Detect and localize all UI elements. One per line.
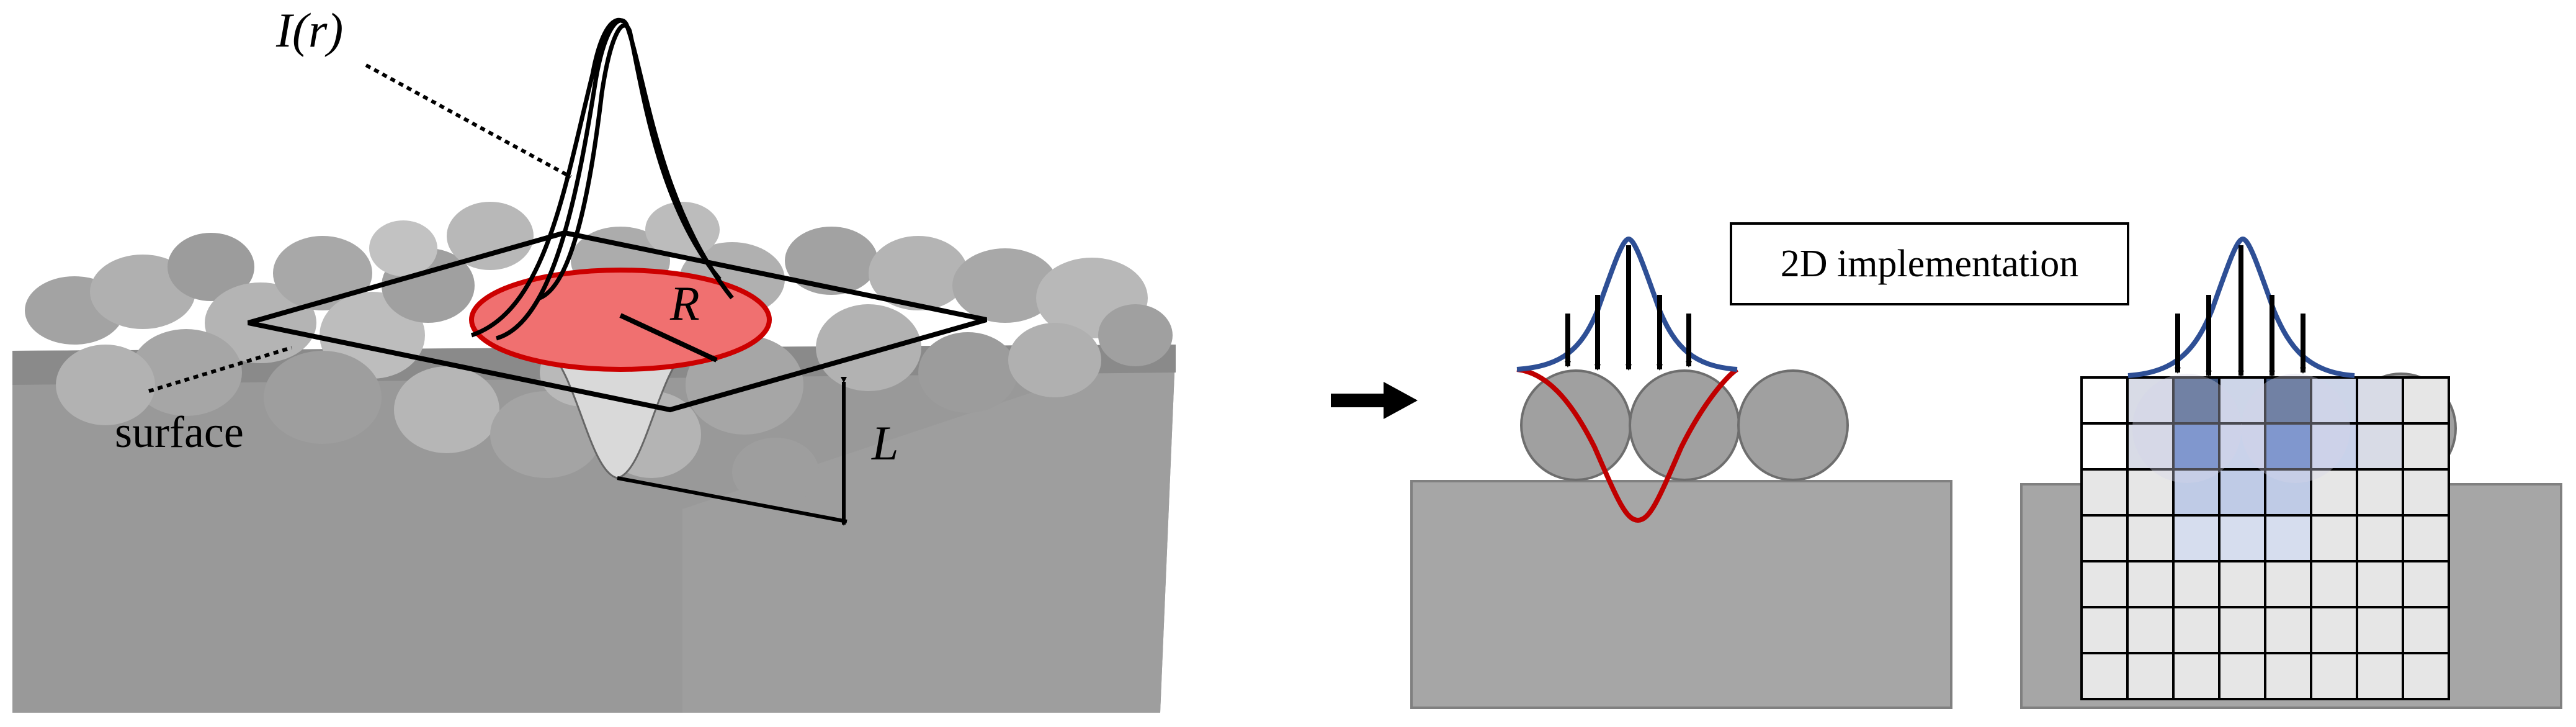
grid-cell — [2264, 606, 2312, 654]
grid-cell — [2356, 468, 2404, 517]
grid-cell — [2310, 652, 2358, 700]
grid-cell — [2356, 560, 2404, 608]
grid-cell — [2172, 560, 2220, 608]
particle-1 — [1520, 369, 1632, 481]
surface-leader — [148, 346, 292, 393]
cell-grid — [2080, 376, 2450, 700]
grid-cell — [2126, 560, 2175, 608]
grid-cell — [2264, 514, 2312, 562]
grid-cell — [2080, 606, 2129, 654]
intensity-leader — [365, 63, 572, 179]
grid-cell — [2080, 468, 2129, 517]
particles-2d-panel: 2D implementation — [1410, 222, 2129, 709]
surface-label: surface — [115, 407, 244, 457]
grid-cell — [2172, 514, 2220, 562]
grid-particle-1 — [2132, 374, 2242, 483]
grid-cell — [2218, 560, 2266, 608]
grid-cell — [2310, 560, 2358, 608]
substrate-2d — [1410, 480, 1952, 709]
grid-cell — [2080, 514, 2129, 562]
grid-cell — [2356, 376, 2404, 425]
melt-profile-curve — [1516, 367, 1739, 523]
grid-cell — [2080, 422, 2129, 471]
depth-line — [617, 476, 847, 523]
grid-cell — [2310, 514, 2358, 562]
grid-cell — [2264, 422, 2312, 471]
grid-cell — [2264, 560, 2312, 608]
intensity-arrows-right — [2175, 245, 2306, 377]
powder-bed-3d-panel: I(r) R L surface — [12, 3, 1176, 713]
grid-cell — [2172, 606, 2220, 654]
radius-arrow — [619, 313, 718, 363]
grid-cell — [2126, 514, 2175, 562]
grid-cell — [2080, 376, 2129, 425]
grid-cell — [2126, 652, 2175, 700]
gaussian-peak-3d — [470, 17, 734, 341]
grid-cell — [2172, 422, 2220, 471]
implementation-box — [1730, 222, 2129, 305]
intensity-label: I(r) — [275, 3, 343, 57]
grid-2d-panel — [2020, 236, 2562, 709]
grid-cell — [2402, 376, 2450, 425]
depth-label: L — [871, 416, 898, 470]
grid-particle-2 — [2241, 374, 2350, 483]
grid-cell — [2172, 652, 2220, 700]
gaussian-curve-right — [2127, 236, 2355, 378]
implementation-label: 2D implementation — [1781, 243, 2078, 285]
powder-particles — [25, 202, 1173, 506]
grid-cell — [2402, 422, 2450, 471]
beam-plane — [247, 230, 988, 413]
radius-label: R — [669, 276, 700, 330]
grid-cell — [2310, 422, 2358, 471]
grid-cell — [2356, 606, 2404, 654]
grid-cell — [2218, 606, 2266, 654]
particle-2 — [1629, 369, 1740, 481]
grid-cell — [2218, 652, 2266, 700]
grid-cell — [2310, 606, 2358, 654]
grid-cell — [2356, 514, 2404, 562]
grid-cell — [2402, 652, 2450, 700]
grid-cell — [2264, 652, 2312, 700]
particle-3 — [1737, 369, 1849, 481]
grid-cell — [2356, 652, 2404, 700]
grid-cell — [2126, 606, 2175, 654]
gaussian-curve-left — [1516, 236, 1738, 372]
grid-cell — [2218, 514, 2266, 562]
grid-cell — [2080, 652, 2129, 700]
grid-cell — [2402, 606, 2450, 654]
grid-cell — [2402, 514, 2450, 562]
grid-cell — [2402, 560, 2450, 608]
grid-cell — [2218, 468, 2266, 517]
grid-cell — [2080, 560, 2129, 608]
grid-cell — [2264, 376, 2312, 425]
grid-cell — [2402, 468, 2450, 517]
transition-arrow — [1331, 382, 1418, 419]
intensity-arrows-left — [1565, 245, 1692, 371]
substrate-right-face — [682, 345, 1176, 713]
grid-cell — [2356, 422, 2404, 471]
